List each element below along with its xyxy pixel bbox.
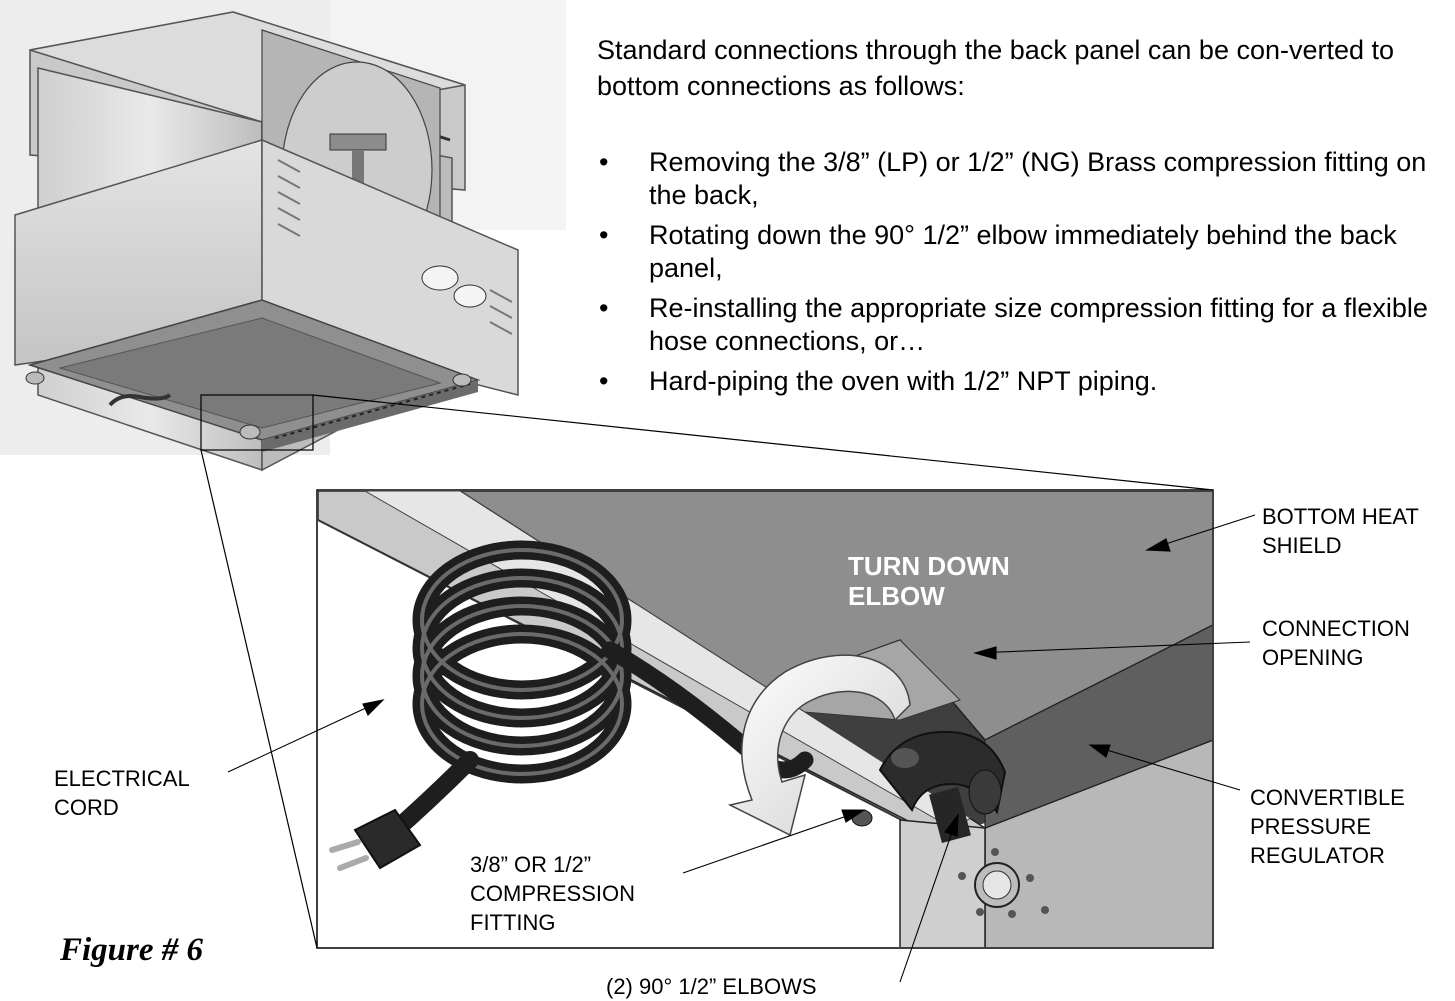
label-line: SHIELD bbox=[1262, 533, 1342, 558]
label-electrical-cord: ELECTRICAL CORD bbox=[54, 764, 190, 822]
callout-line: ELBOW bbox=[848, 581, 945, 611]
label-pressure-regulator: CONVERTIBLE PRESSURE REGULATOR bbox=[1250, 783, 1405, 870]
label-line: REGULATOR bbox=[1250, 843, 1385, 868]
label-line: COMPRESSION bbox=[470, 881, 636, 906]
figure-caption: Figure # 6 bbox=[60, 932, 204, 968]
label-bottom-heat-shield: BOTTOM HEAT SHIELD bbox=[1262, 502, 1419, 560]
leader-lines bbox=[227, 514, 1256, 983]
step-item: Rotating down the 90° 1/2” elbow immedia… bbox=[597, 219, 1442, 285]
label-line: FITTING bbox=[470, 910, 556, 935]
label-line: CONNECTION bbox=[1262, 616, 1410, 641]
turn-down-arrow bbox=[727, 654, 911, 837]
oven-illustration bbox=[0, 0, 566, 472]
label-line: PRESSURE bbox=[1250, 814, 1372, 839]
electrical-cord bbox=[329, 540, 814, 871]
label-line: 3/8” OR 1/2” bbox=[470, 852, 592, 877]
step-item: Hard-piping the oven with 1/2” NPT pipin… bbox=[597, 365, 1442, 398]
step-item: Re-installing the appropriate size compr… bbox=[597, 292, 1442, 358]
callout-line: TURN DOWN bbox=[848, 551, 1010, 581]
label-line: CONVERTIBLE bbox=[1250, 785, 1405, 810]
elbow-fittings bbox=[878, 730, 1007, 844]
detail-view bbox=[316, 489, 1214, 949]
zoom-lines bbox=[200, 394, 1214, 949]
label-compression-fitting: 3/8” OR 1/2” COMPRESSION FITTING bbox=[470, 850, 635, 937]
label-line: BOTTOM HEAT bbox=[1262, 504, 1419, 529]
label-connection-opening: CONNECTION OPENING bbox=[1262, 614, 1410, 672]
conversion-steps: Removing the 3/8” (LP) or 1/2” (NG) Bras… bbox=[597, 146, 1442, 405]
step-item: Removing the 3/8” (LP) or 1/2” (NG) Bras… bbox=[597, 146, 1442, 212]
intro-paragraph: Standard connections through the back pa… bbox=[597, 35, 1395, 101]
label-line: ELECTRICAL bbox=[54, 766, 190, 791]
turn-down-elbow-callout: TURN DOWN ELBOW bbox=[848, 551, 1010, 611]
label-elbows: (2) 90° 1/2” ELBOWS bbox=[606, 974, 817, 999]
label-line: OPENING bbox=[1262, 645, 1364, 670]
label-line: CORD bbox=[54, 795, 119, 820]
